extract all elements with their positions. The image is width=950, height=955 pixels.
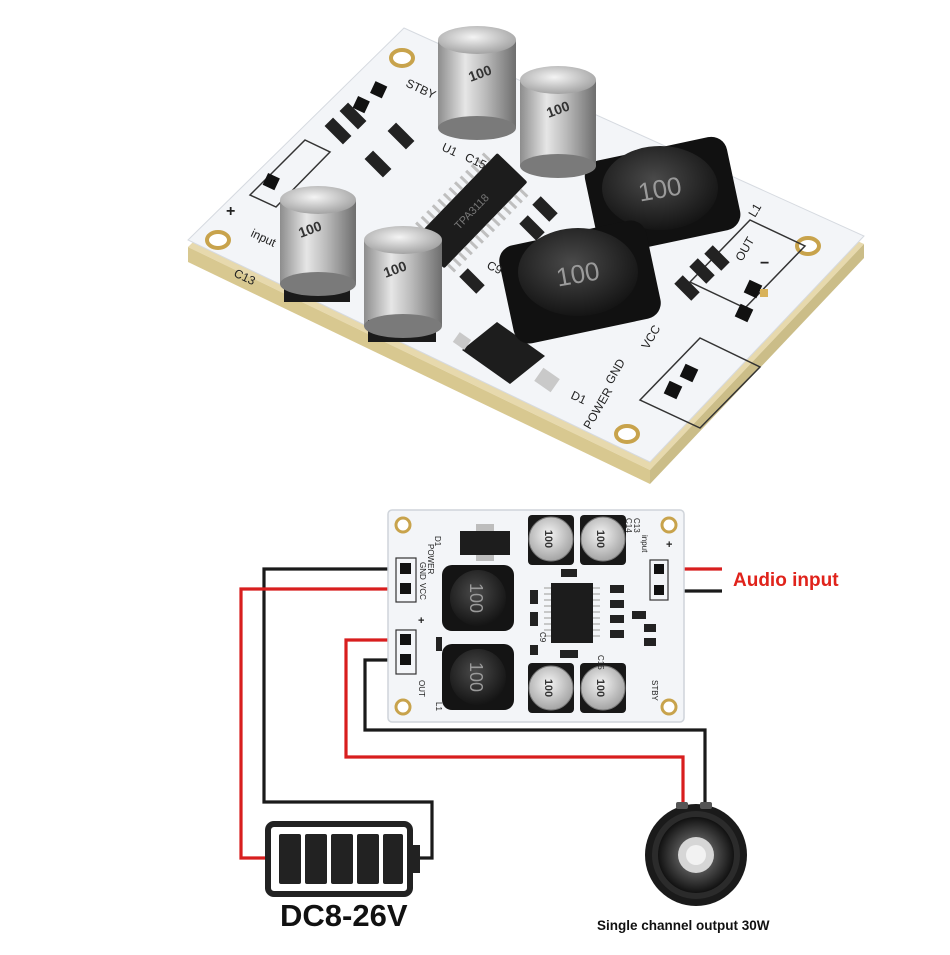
board-silkscreen: POWER GND VCC OUT L1 D1 input C13 C14 ST… [417,518,672,711]
diode [452,322,560,393]
cap-marking: 100 [542,530,554,548]
input-label: input [640,535,649,553]
wire-power-vcc [239,587,404,860]
terminal-out-minus [400,654,411,665]
terminal-out-plus [400,634,411,645]
mounting-hole [205,230,231,250]
mounting-hole [660,698,678,716]
d1-label: D1 [433,536,442,547]
audio-input-label: Audio input [733,570,839,591]
mounting-hole [394,516,412,534]
speaker-icon [645,802,747,906]
u1-label: U1 [440,140,460,159]
power-label: POWER [426,544,435,574]
capacitor-c2: 100 [580,663,626,713]
capacitor-c1: 100 [528,663,574,713]
capacitor-c8: 100 [364,226,442,342]
output-power-label: Single channel output 30W [597,918,770,933]
inductor-marking: 100 [554,255,602,292]
battery-icon [265,821,420,897]
c9-label: C9 [538,632,547,643]
out-label: OUT [417,680,426,697]
plus-label: + [666,539,672,551]
supply-voltage-label: DC8-26V [280,898,408,933]
cap-marking: 100 [542,679,554,697]
cap-marking: 100 [381,258,409,281]
capacitor-c13: 100 [528,515,574,565]
c14-label: C14 [624,518,633,533]
c9-label: C9 [485,258,505,277]
terminal-input-signal [654,564,664,574]
vcc-label: VCC [418,583,427,600]
terminal-power-vcc [400,583,411,594]
capacitor-c14: 100 [580,515,626,565]
amplifier-chip: TPA3118 [409,152,529,273]
smd-components [436,569,656,658]
wiring-diagram: 100 100 [239,509,747,906]
wire-speaker-plus [344,638,685,808]
plus-label: + [418,615,424,627]
board-photo: TPA3118 100 100 100 [187,26,865,484]
terminal-power-gnd [400,563,411,574]
diode [460,531,510,555]
cap-marking: 100 [466,62,494,85]
inductor-bottom: 100 [499,220,661,344]
inductor-marking: 100 [636,170,684,207]
mounting-hole [389,48,415,68]
inductor-upper: 100 [442,565,514,631]
d1-label: D1 [569,388,589,407]
board-diagram: 100 100 [387,509,685,723]
terminal-input-ground [654,585,664,595]
inductor-marking: 100 [466,583,486,613]
smd-components [324,102,730,301]
cap-marking: 100 [296,218,324,241]
capacitor-c1: 100 [438,26,516,140]
l1-label: L1 [745,201,764,220]
capacitor-c13: 100 [280,186,356,302]
cap-marking: 100 [594,679,606,697]
cap-marking: 100 [544,98,572,121]
mounting-hole [660,516,678,534]
inductor-lower: 100 [442,644,514,710]
gnd-label: GND [418,562,427,580]
stby-label: STBY [650,680,659,702]
mounting-hole [614,424,640,444]
amplifier-chip [544,583,600,643]
plus-label: + [226,203,235,220]
minus-label: − [760,255,769,272]
cap-marking: 100 [594,530,606,548]
capacitor-c2: 100 [520,66,596,178]
wire-power-gnd [262,567,434,860]
l1-label: L1 [434,702,443,711]
mounting-hole [394,698,412,716]
c13-label: C13 [632,518,641,533]
inductor-marking: 100 [466,662,486,692]
mounting-hole [795,236,821,256]
c15-label: C15 [596,655,605,670]
wire-speaker-minus [363,658,707,808]
